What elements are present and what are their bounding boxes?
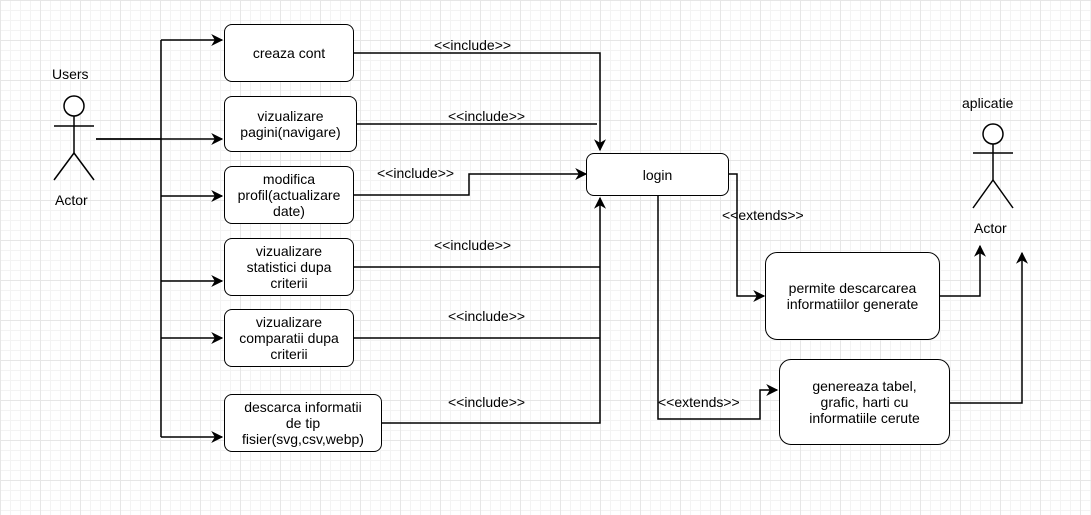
usecase-allow-download-label: permite descarcarea informatiilor genera… (786, 280, 919, 312)
extends-label-generate: <<extends>> (658, 394, 740, 410)
usecase-view-stats[interactable]: vizualizare statistici dupa criterii (224, 238, 354, 296)
usecase-generate[interactable]: genereaza tabel, grafic, harti cu inform… (779, 359, 950, 445)
include-edit-profile (354, 168, 588, 196)
include-label-view-stats: <<include>> (434, 237, 512, 253)
app-actor-figure (972, 123, 1014, 209)
usecase-view-compare-label: vizualizare comparatii dupa criterii (239, 314, 339, 362)
users-actor-figure (53, 95, 95, 181)
extends-generate (657, 196, 779, 420)
app-actor-caption: Actor (974, 220, 1007, 236)
usecase-allow-download[interactable]: permite descarcarea informatiilor genera… (765, 252, 940, 340)
usecase-generate-label: genereaza tabel, grafic, harti cu inform… (809, 378, 920, 426)
usecase-view-stats-label: vizualizare statistici dupa criterii (246, 243, 332, 291)
usecase-create-account[interactable]: creaza cont (224, 24, 354, 82)
app-actor-title: aplicatie (962, 95, 1014, 111)
extends-allow-download (728, 173, 766, 302)
usecase-login[interactable]: login (586, 153, 729, 196)
usecase-download-files[interactable]: descarca informatii de tip fisier(svg,cs… (224, 394, 382, 452)
usecase-download-files-label: descarca informatii de tip fisier(svg,cs… (242, 399, 364, 447)
edge-generate-app (950, 251, 1028, 404)
usecase-view-pages[interactable]: vizualizare pagini(navigare) (224, 96, 357, 152)
include-label-view-pages: <<include>> (448, 108, 526, 124)
include-label-download-files: <<include>> (448, 394, 526, 410)
usecase-view-compare[interactable]: vizualizare comparatii dupa criterii (224, 309, 354, 367)
usecase-login-label: login (642, 166, 673, 183)
include-create-account (354, 52, 606, 152)
users-actor-title: Users (52, 66, 89, 82)
include-label-create-account: <<include>> (434, 37, 512, 53)
users-actor-caption: Actor (55, 192, 88, 208)
include-label-edit-profile: <<include>> (377, 165, 455, 181)
include-label-view-compare: <<include>> (448, 308, 526, 324)
edge-allow-download-app (940, 244, 986, 297)
usecase-edit-profile-label: modifica profil(actualizare date) (237, 171, 341, 219)
extends-label-allow-download: <<extends>> (722, 207, 804, 223)
usecase-edit-profile[interactable]: modifica profil(actualizare date) (224, 166, 354, 224)
include-download-files (381, 196, 606, 424)
usecase-create-account-label: creaza cont (252, 45, 326, 61)
usecase-view-pages-label: vizualizare pagini(navigare) (240, 108, 341, 140)
